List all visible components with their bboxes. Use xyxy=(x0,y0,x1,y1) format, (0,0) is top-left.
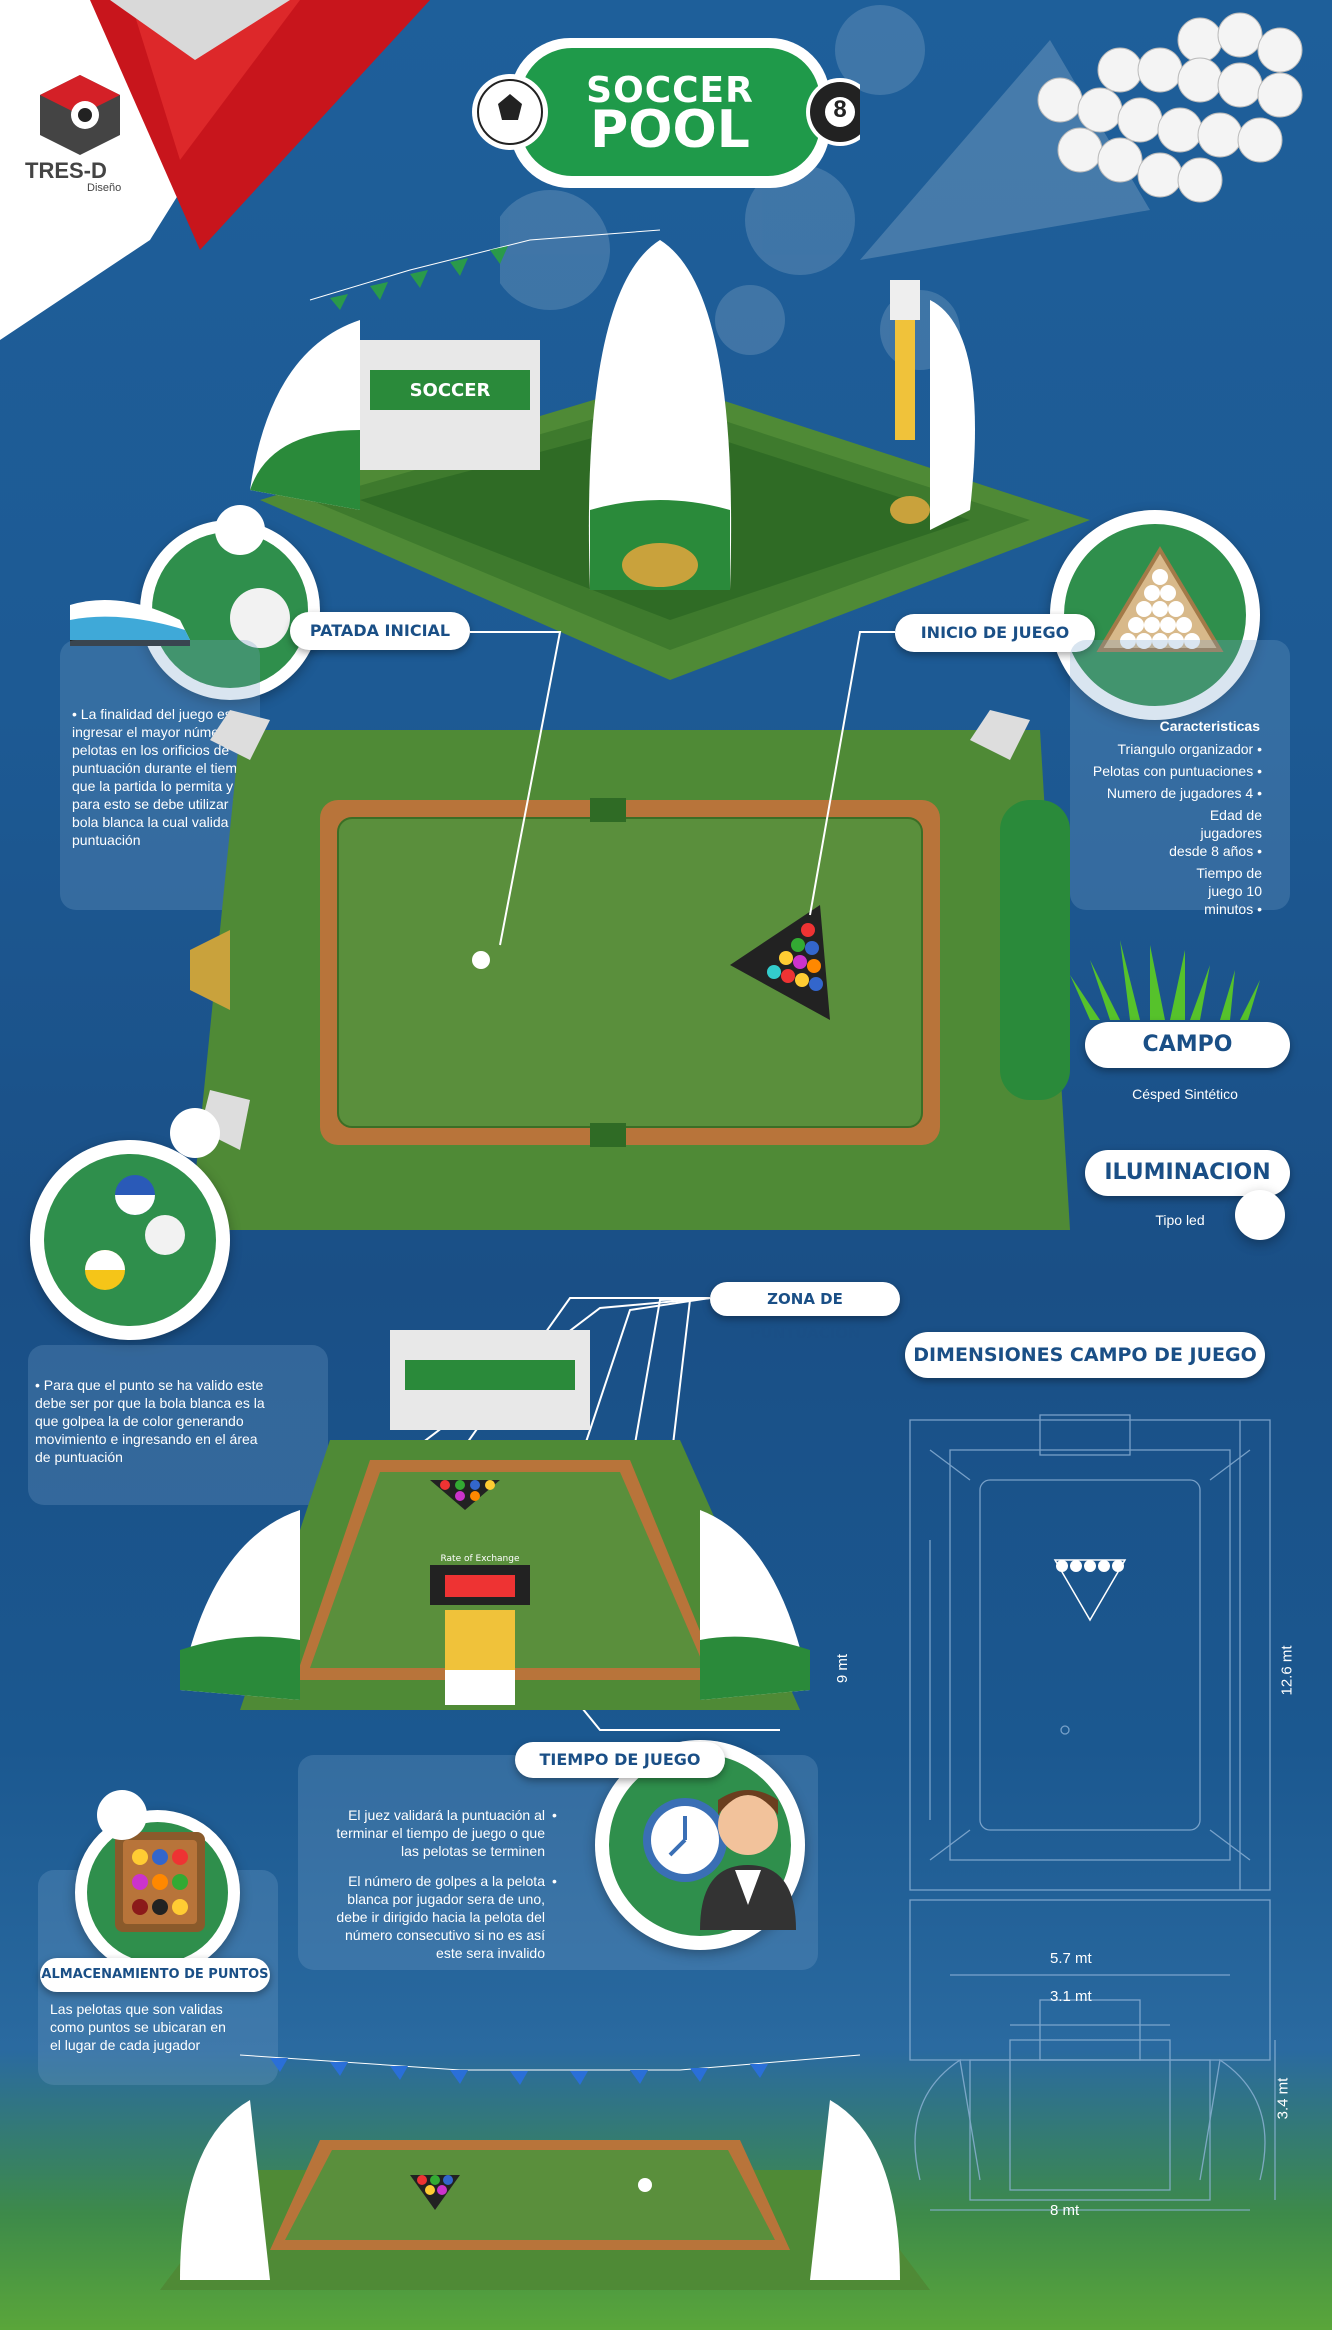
game-time-text-1: El juez validará la puntuación al termin… xyxy=(336,1807,545,1859)
rack-triangle-icon xyxy=(1096,546,1224,652)
feature-item: Edad de jugadores desde 8 años • xyxy=(1169,807,1262,859)
bullet: • xyxy=(552,1807,557,1823)
bullet: • xyxy=(35,1377,44,1393)
dimensions-label: DIMENSIONES CAMPO DE JUEGO xyxy=(905,1332,1265,1378)
game-time-text-2: El número de golpes a la pelota blanca p… xyxy=(336,1873,545,1961)
dim-5-7: 5.7 mt xyxy=(1050,1950,1092,1967)
brand-sub: Diseño xyxy=(87,182,122,194)
valid-point-description: Para que el punto se ha valido este debe… xyxy=(35,1377,265,1465)
valid-point-panel xyxy=(28,1345,328,1505)
stadium-lights xyxy=(860,12,1303,260)
soccer-shoe-icon xyxy=(70,588,290,648)
storage-label: ALMACENAMIENTO DE PUNTOS xyxy=(40,1958,270,1992)
storage-bubble xyxy=(97,1790,147,1840)
scoring-zone-label: ZONA DE PUNTUACION xyxy=(710,1282,900,1342)
grass-sample xyxy=(1070,940,1260,1020)
dim-height-3-4: 3.4 mt xyxy=(1274,2077,1292,2120)
storage-text: Las pelotas que son validas como puntos … xyxy=(50,2001,226,2053)
valid-point-text: • Para que el punto se ha valido este de… xyxy=(35,1376,275,1466)
title-ball-number: 8 xyxy=(833,96,847,123)
dim-8: 8 mt xyxy=(1050,2202,1080,2219)
ball-impact-icon xyxy=(85,1175,185,1290)
referee-timer-icon xyxy=(643,1790,796,1930)
brand-logo: TRES-D Diseño xyxy=(25,70,135,194)
feature-item: Numero de jugadores 4 • xyxy=(1106,785,1262,801)
field-label: CAMPO xyxy=(1085,1022,1290,1068)
dimensions-blueprint xyxy=(909,1414,1276,2211)
field-description: Césped Sintético xyxy=(1132,1086,1238,1102)
bullet: • xyxy=(552,1873,557,1889)
scoreboard-title: Rate of Exchange xyxy=(440,1554,519,1564)
kickoff-description: La finalidad del juego es ingresar el ma… xyxy=(72,706,253,848)
tres-d-logo-icon xyxy=(40,75,120,155)
kickoff-label: PATADA INICIAL xyxy=(290,612,470,650)
svg-text:SOCCER: SOCCER xyxy=(410,380,491,401)
features-panel xyxy=(1070,640,1290,910)
kickoff-text: • La finalidad del juego es ingresar el … xyxy=(72,705,257,849)
features-list: Triangulo organizador • Pelotas con punt… xyxy=(1070,740,1290,918)
stadium-render-perspective: Rate of Exchange xyxy=(180,1330,810,1710)
impact-bubble xyxy=(170,1108,220,1158)
title-badge: SOCCER POOL 8 xyxy=(470,30,860,190)
stadium-render-bottom xyxy=(160,2054,930,2290)
stadium-render-top: SOCCER xyxy=(250,229,1090,680)
title-line-2: POOL xyxy=(590,100,750,160)
start-label: INICIO DE JUEGO xyxy=(895,614,1095,652)
features-heading: Caracteristicas xyxy=(1159,718,1260,734)
title-line-1: SOCCER xyxy=(586,70,754,111)
lighting-description: Tipo led xyxy=(1155,1212,1205,1228)
score-board-icon xyxy=(115,1832,205,1932)
brand-name: TRES-D xyxy=(25,158,107,183)
field-top-view xyxy=(190,710,1070,1230)
kickoff-bubble xyxy=(215,505,265,555)
dim-width-9: 9 mt xyxy=(834,1653,852,1684)
dim-length-12-6: 12.6 mt xyxy=(1278,1645,1296,1696)
dim-3-1: 3.1 mt xyxy=(1050,1988,1092,2005)
title-badge-shape xyxy=(472,38,860,188)
game-time-label: TIEMPO DE JUEGO xyxy=(515,1742,725,1778)
feature-item: Tiempo de juego 10 minutos • xyxy=(1196,865,1262,917)
lighting-label: ILUMINACION xyxy=(1085,1150,1290,1196)
led-bulb-icon xyxy=(1235,1190,1285,1240)
bullet: • xyxy=(72,706,81,722)
feature-item: Triangulo organizador • xyxy=(1117,741,1262,757)
feature-item: Pelotas con puntuaciones • xyxy=(1092,763,1262,779)
